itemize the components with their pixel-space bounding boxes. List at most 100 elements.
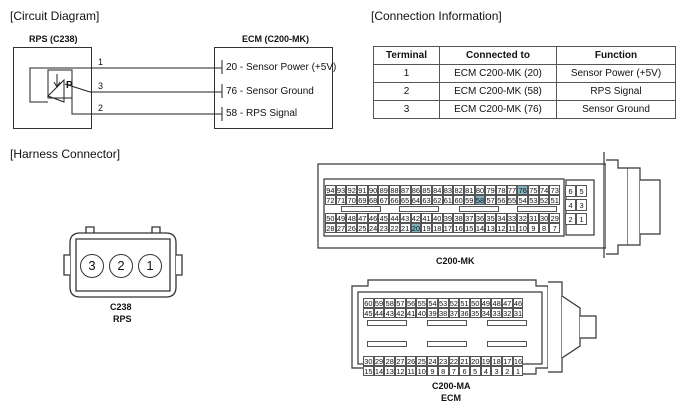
ma-terminal-46: 46 <box>512 298 524 308</box>
mk-terminal-27: 27 <box>335 223 347 233</box>
mk-terminal-45: 45 <box>378 213 390 223</box>
ma-terminal-7: 7 <box>448 366 460 376</box>
ma-terminal-49: 49 <box>480 298 492 308</box>
mk-terminal-30: 30 <box>538 213 550 223</box>
ma-key-bar <box>427 320 467 326</box>
rps-connector-label: RPS <box>113 314 132 324</box>
table-header-row: Terminal Connected to Function <box>373 46 676 65</box>
ma-key-bar <box>427 341 467 347</box>
mk-terminal-39: 39 <box>442 213 454 223</box>
mk-terminal-37: 37 <box>463 213 475 223</box>
table-cell: 3 <box>373 100 440 119</box>
mk-terminal-82: 82 <box>453 185 464 195</box>
header-function: Function <box>556 46 676 65</box>
ma-terminal-51: 51 <box>459 298 470 308</box>
mk-terminal-75: 75 <box>528 185 539 195</box>
mk-key-bar <box>459 206 499 212</box>
ma-terminal-59: 59 <box>373 298 385 308</box>
ma-terminal-40: 40 <box>416 308 428 318</box>
ma-terminal-9: 9 <box>427 366 438 376</box>
mk-terminal-85: 85 <box>421 185 432 195</box>
mk-terminal-34: 34 <box>496 213 507 223</box>
table-cell: ECM C200-MK (20) <box>439 64 557 83</box>
mk-terminal-47: 47 <box>357 213 368 223</box>
ma-terminal-33: 33 <box>491 308 502 318</box>
ma-terminal-35: 35 <box>469 308 481 318</box>
mk-terminal-81: 81 <box>463 185 475 195</box>
ma-terminal-47: 47 <box>501 298 513 308</box>
mk-terminal-80: 80 <box>474 185 486 195</box>
ma-terminal-48: 48 <box>491 298 502 308</box>
mk-terminal-56: 56 <box>496 195 507 205</box>
table-cell: Sensor Power (+5V) <box>556 64 676 83</box>
ma-terminal-41: 41 <box>405 308 417 318</box>
mk-terminal-28: 28 <box>325 223 336 233</box>
ecm-component-box <box>214 47 333 129</box>
mk-terminal-57: 57 <box>485 195 496 205</box>
ma-terminal-45: 45 <box>363 308 374 318</box>
ma-terminal-37: 37 <box>448 308 460 318</box>
mk-terminal-24: 24 <box>367 223 379 233</box>
mk-terminal-93: 93 <box>335 185 347 195</box>
mk-terminal-19: 19 <box>421 223 432 233</box>
ma-terminal-43: 43 <box>384 308 396 318</box>
mk-side-terminal-3: 3 <box>576 199 587 211</box>
mk-terminal-77: 77 <box>506 185 518 195</box>
mk-terminal-94: 94 <box>325 185 336 195</box>
mk-terminal-40: 40 <box>431 213 443 223</box>
mk-terminal-38: 38 <box>453 213 464 223</box>
ma-terminal-6: 6 <box>459 366 470 376</box>
mk-terminal-55: 55 <box>506 195 518 205</box>
ma-terminal-2: 2 <box>501 366 513 376</box>
mk-terminal-36: 36 <box>474 213 486 223</box>
mk-terminal-35: 35 <box>485 213 496 223</box>
mk-terminal-79: 79 <box>485 185 496 195</box>
mk-key-bar <box>399 206 439 212</box>
mk-terminal-51: 51 <box>549 195 561 205</box>
mk-terminal-78: 78 <box>496 185 507 195</box>
rps-pin-circle: 2 <box>109 254 133 278</box>
mk-terminal-31: 31 <box>528 213 539 223</box>
mk-terminal-33: 33 <box>506 213 518 223</box>
mk-terminal-73: 73 <box>549 185 561 195</box>
ma-terminal-31: 31 <box>512 308 524 318</box>
ma-terminal-12: 12 <box>395 366 406 376</box>
mk-side-terminal-1: 1 <box>576 213 587 225</box>
ma-terminal-1: 1 <box>512 366 524 376</box>
ma-terminal-39: 39 <box>427 308 438 318</box>
connection-info-heading: [Connection Information] <box>371 9 502 23</box>
mk-terminal-90: 90 <box>367 185 379 195</box>
ma-key-bar <box>487 320 527 326</box>
rps-component-box <box>13 47 92 129</box>
mk-terminal-83: 83 <box>442 185 454 195</box>
mk-terminal-52: 52 <box>538 195 550 205</box>
ma-terminal-28: 28 <box>384 356 396 366</box>
ma-terminal-17: 17 <box>501 356 513 366</box>
mk-terminal-11: 11 <box>506 223 518 233</box>
ma-terminal-54: 54 <box>427 298 438 308</box>
rps-pin-3: 3 <box>98 81 104 91</box>
ma-terminal-22: 22 <box>448 356 460 366</box>
ma-terminal-53: 53 <box>437 298 449 308</box>
ma-terminal-52: 52 <box>448 298 460 308</box>
mk-terminal-89: 89 <box>378 185 390 195</box>
mk-terminal-64: 64 <box>410 195 422 205</box>
ecm-terminal-20: 20 - Sensor Power (+5V) <box>226 62 337 73</box>
mk-terminal-23: 23 <box>378 223 390 233</box>
ma-terminal-27: 27 <box>395 356 406 366</box>
ma-terminal-36: 36 <box>459 308 470 318</box>
mk-terminal-61: 61 <box>442 195 454 205</box>
mk-terminal-43: 43 <box>399 213 411 223</box>
mk-side-terminal-6: 6 <box>565 185 576 197</box>
connection-table: Terminal Connected to Function 1 ECM C20… <box>373 46 676 119</box>
ma-terminal-23: 23 <box>437 356 449 366</box>
mk-terminal-44: 44 <box>389 213 400 223</box>
mk-terminal-71: 71 <box>335 195 347 205</box>
table-cell: RPS Signal <box>556 82 676 101</box>
